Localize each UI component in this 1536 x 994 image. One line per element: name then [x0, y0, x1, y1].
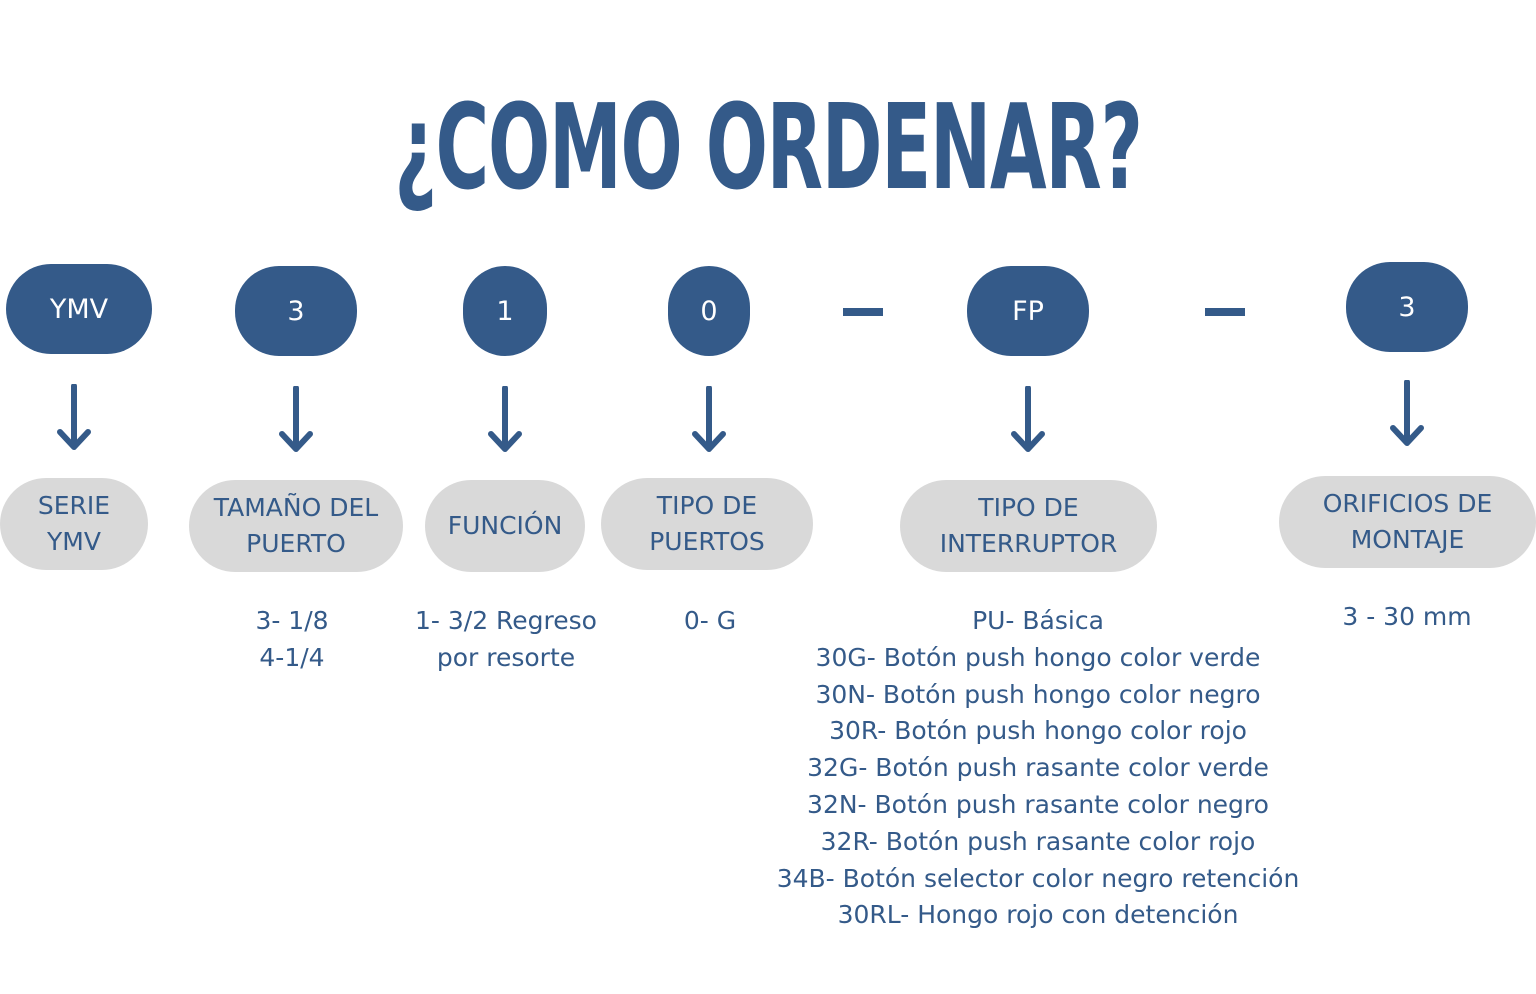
- page-title: ¿COMO ORDENAR?: [394, 78, 1143, 216]
- arrow-down-icon: [1390, 380, 1424, 446]
- option-item: por resorte: [436, 642, 576, 672]
- option-item: 32R- Botón push rasante color rojo: [820, 826, 1256, 856]
- label-port-size: TAMAÑO DEL PUERTO: [189, 480, 403, 572]
- arrow-down-icon: [488, 386, 522, 452]
- separator-dash: [1205, 308, 1245, 316]
- label-port-type: TIPO DE PUERTOS: [601, 478, 813, 570]
- arrow-down-icon: [57, 384, 91, 450]
- options-function: 1- 3/2 Regreso por resorte: [396, 603, 616, 677]
- option-item: 32G- Botón push rasante color verde: [807, 753, 1269, 783]
- options-switch-type: PU- Básica 30G- Botón push hongo color v…: [738, 603, 1338, 934]
- option-item: 3 - 30 mm: [1342, 602, 1472, 631]
- option-item: 1- 3/2 Regreso: [415, 606, 597, 635]
- option-item: 30R- Botón push hongo color rojo: [829, 716, 1247, 746]
- label-switch-type: TIPO DE INTERRUPTOR: [900, 480, 1157, 572]
- option-item: 30G- Botón push hongo color verde: [815, 642, 1261, 672]
- option-item: 34B- Botón selector color negro retenció…: [776, 863, 1300, 893]
- option-item: 3- 1/8: [255, 606, 329, 635]
- code-pill-series: YMV: [6, 264, 152, 354]
- code-pill-function: 1: [463, 266, 547, 356]
- options-port-type: 0- G: [630, 603, 790, 640]
- code-pill-mounting: 3: [1346, 262, 1468, 352]
- label-function: FUNCIÓN: [425, 480, 585, 572]
- arrow-down-icon: [279, 386, 313, 452]
- code-pill-switch-type: FP: [967, 266, 1089, 356]
- separator-dash: [843, 308, 883, 316]
- options-mounting: 3 - 30 mm: [1307, 599, 1507, 636]
- option-item: PU- Básica: [972, 606, 1104, 635]
- label-series: SERIE YMV: [0, 478, 148, 570]
- option-item: 30RL- Hongo rojo con detención: [837, 900, 1239, 930]
- code-pill-port-type: 0: [668, 266, 750, 356]
- option-item: 32N- Botón push rasante color negro: [807, 789, 1269, 819]
- options-port-size: 3- 1/8 4-1/4: [192, 603, 392, 677]
- option-item: 0- G: [683, 606, 737, 635]
- label-mounting: ORIFICIOS DE MONTAJE: [1279, 476, 1536, 568]
- arrow-down-icon: [1011, 386, 1045, 452]
- arrow-down-icon: [692, 386, 726, 452]
- code-pill-port-size: 3: [235, 266, 357, 356]
- option-item: 30N- Botón push hongo color negro: [815, 679, 1261, 709]
- option-item: 4-1/4: [259, 642, 325, 672]
